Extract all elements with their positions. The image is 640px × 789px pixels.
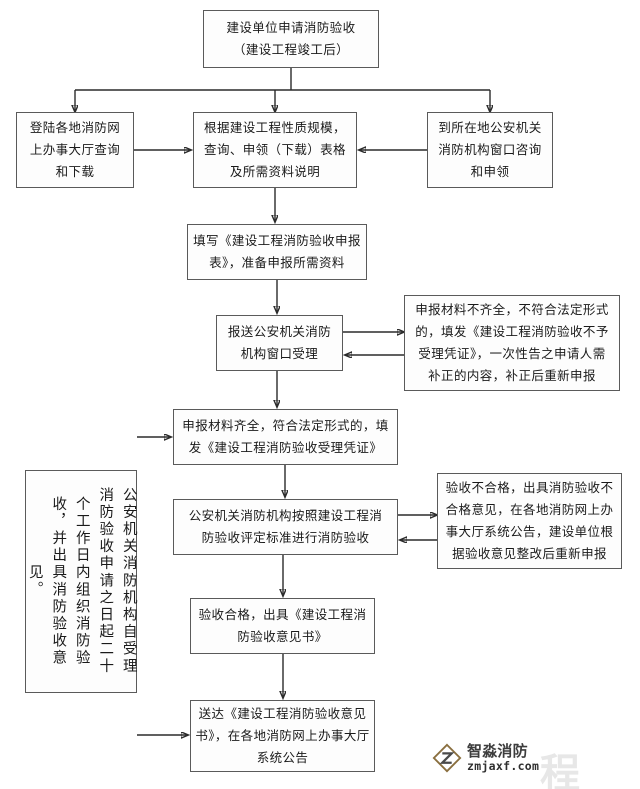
node-deliver-publish[interactable]: 送达《建设工程消防验收意见 书》，在各地消防网上办事大厅 系统公告: [190, 700, 375, 772]
node-twenty-working-days[interactable]: 公安机关消防机构自受理消防验收申请之日起二十个工作日内组织消防验收，并出具消防验…: [25, 470, 137, 693]
node-window-consult[interactable]: 到所在地公安机关 消防机构窗口咨询 和申领: [427, 112, 553, 188]
watermark-text: 智淼消防 zmjaxf.com: [467, 741, 540, 773]
node-start[interactable]: 建设单位申请消防验收 （建设工程竣工后）: [203, 10, 379, 68]
node-reject-notice[interactable]: 申报材料不齐全，不符合法定形式 的，填发《建设工程消防验收不予 受理凭证》，一次…: [404, 295, 620, 391]
node-accept-notice[interactable]: 申报材料齐全，符合法定形式的，填 发《建设工程消防验收受理凭证》: [173, 409, 398, 465]
brand-logo-icon: [432, 743, 462, 773]
node-fill-form[interactable]: 填写《建设工程消防验收申报 表》，准备申报所需资料: [187, 224, 367, 280]
node-online-query[interactable]: 登陆各地消防网 上办事大厅查询 和下载: [16, 112, 134, 188]
node-fail-notice[interactable]: 验收不合格，出具消防验收不 合格意见，在各地消防网上办 事大厅系统公告，建设单位…: [437, 473, 622, 569]
node-pass-opinion[interactable]: 验收合格，出具《建设工程消 防验收意见书》: [190, 598, 375, 654]
node-query-forms[interactable]: 根据建设工程性质规模， 查询、申领（下载）表格 及所需资料说明: [193, 112, 357, 188]
watermark-url: zmjaxf.com: [467, 758, 540, 773]
watermark-brand-cn: 智淼消防: [467, 741, 528, 760]
watermark: 智淼消防 zmjaxf.com: [432, 743, 539, 773]
watermark-ghost-char: 程: [540, 750, 580, 789]
node-submit-window[interactable]: 报送公安机关消防 机构窗口受理: [216, 315, 343, 371]
node-inspection[interactable]: 公安机关消防机构按照建设工程消 防验收评定标准进行消防验收: [173, 499, 398, 555]
